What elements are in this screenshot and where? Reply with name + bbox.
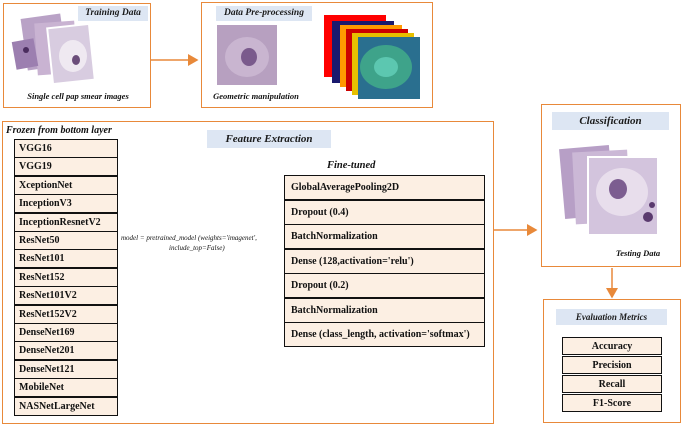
model-item: VGG16 <box>14 139 118 158</box>
model-item: ResNet152 <box>14 267 118 287</box>
preprocessing-title: Data Pre-processing <box>216 6 312 21</box>
source-cell-image <box>217 25 277 85</box>
feature-extraction-panel: Frozen from bottom layer Feature Extract… <box>2 121 494 424</box>
classification-title: Classification <box>552 112 669 130</box>
model-item: InceptionV3 <box>14 194 118 214</box>
model-item: InceptionResnetV2 <box>14 212 118 232</box>
finetuned-layer-item: BatchNormalization <box>284 224 485 249</box>
model-item: DenseNet121 <box>14 359 118 379</box>
finetuned-layer-item: Dense (128,activation='relu') <box>284 248 485 274</box>
metric-item: F1-Score <box>562 394 662 412</box>
testing-data-caption: Testing Data <box>615 248 661 258</box>
model-item: ResNet101V2 <box>14 286 118 306</box>
metric-item: Accuracy <box>562 337 662 355</box>
pap-smear-images <box>11 13 96 86</box>
model-item: NASNetLargeNet <box>14 396 118 416</box>
model-item: DenseNet201 <box>14 341 118 361</box>
finetuned-layer-item: GlobalAveragePooling2D <box>284 175 485 200</box>
model-item: ResNet101 <box>14 249 118 269</box>
evaluation-title: Evaluation Metrics <box>556 309 667 325</box>
training-data-caption: Single cell pap smear images <box>27 91 129 101</box>
finetuned-layer-item: Dropout (0.4) <box>284 199 485 225</box>
testing-images-stack <box>559 144 659 236</box>
model-item: DenseNet169 <box>14 323 118 342</box>
model-item: ResNet152V2 <box>14 304 118 324</box>
model-item: VGG19 <box>14 157 118 177</box>
model-item: ResNet50 <box>14 231 118 250</box>
metric-item: Recall <box>562 375 662 393</box>
model-item: XceptionNet <box>14 175 118 195</box>
frozen-label: Frozen from bottom layer <box>6 125 112 136</box>
classification-panel: Classification Testing Data <box>541 104 681 267</box>
preprocessing-panel: Data Pre-processing Geometric manipulati… <box>201 2 433 108</box>
finetuned-layer-item: Dense (class_length, activation='softmax… <box>284 322 485 347</box>
preprocessing-caption: Geometric manipulation <box>213 91 299 101</box>
model-item: MobileNet <box>14 378 118 398</box>
augmented-images-stack <box>324 15 420 99</box>
finetuned-label: Fine-tuned <box>327 160 376 171</box>
training-data-title: Training Data <box>78 6 148 21</box>
feature-extraction-title: Feature Extraction <box>207 130 331 148</box>
finetuned-layer-item: BatchNormalization <box>284 297 485 323</box>
code-line-1: model = pretrained_model (weights='image… <box>121 234 257 242</box>
training-data-panel: Training Data Single cell pap smear imag… <box>3 3 151 108</box>
code-line-2: include_top=False) <box>169 244 225 252</box>
finetuned-layer-item: Dropout (0.2) <box>284 273 485 298</box>
metric-item: Precision <box>562 356 662 374</box>
